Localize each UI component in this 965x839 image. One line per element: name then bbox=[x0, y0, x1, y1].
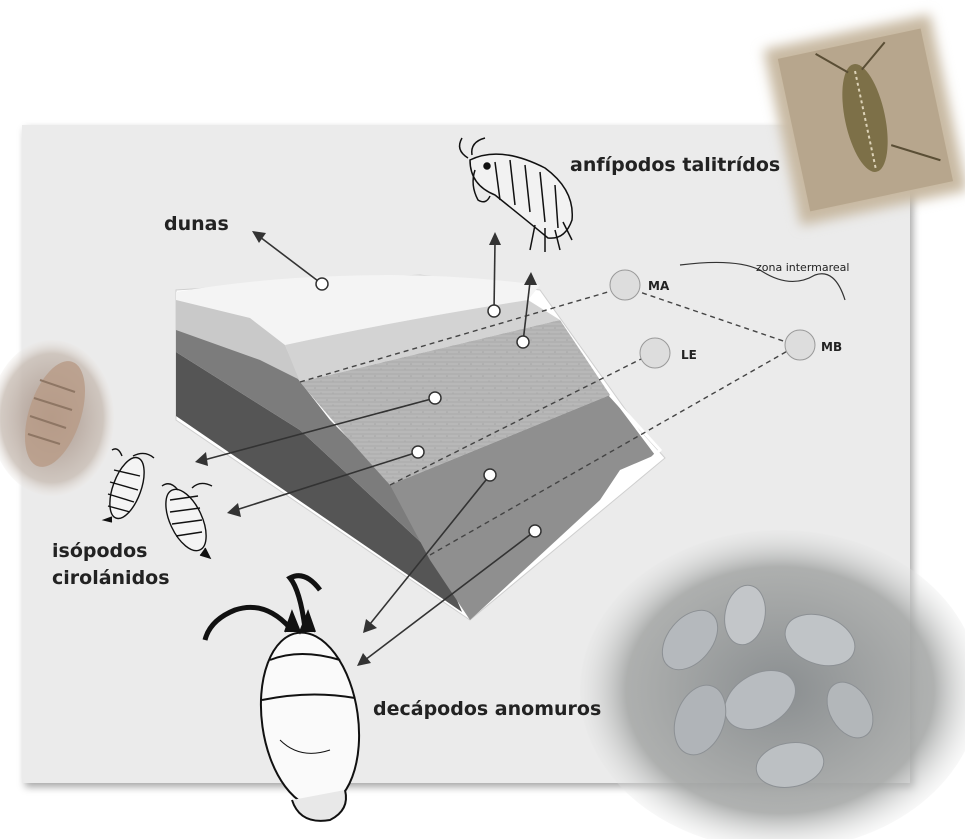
amphipod-dot-1 bbox=[488, 305, 500, 317]
dunas-label: dunas bbox=[164, 213, 229, 235]
ma-marker bbox=[610, 270, 640, 300]
decapod-dot-1 bbox=[484, 469, 496, 481]
mb-label: MB bbox=[821, 340, 842, 354]
intertidal-zone-label: zona intermareal bbox=[756, 261, 849, 274]
le-label: LE bbox=[681, 348, 697, 362]
isopod-dot-2 bbox=[412, 446, 424, 458]
le-marker bbox=[640, 338, 670, 368]
isopods-label-line2: cirolánidos bbox=[52, 567, 170, 589]
isopod-dot-1 bbox=[429, 392, 441, 404]
mb-marker bbox=[785, 330, 815, 360]
isopods-label-line1: isópodos bbox=[52, 540, 148, 562]
ma-label: MA bbox=[648, 279, 670, 293]
amphipod-dot-2 bbox=[517, 336, 529, 348]
dunas-dot bbox=[316, 278, 328, 290]
decapod-dot-2 bbox=[529, 525, 541, 537]
decapods-label: decápodos anomuros bbox=[373, 698, 601, 720]
amphipods-label: anfípodos talitrídos bbox=[570, 154, 780, 176]
